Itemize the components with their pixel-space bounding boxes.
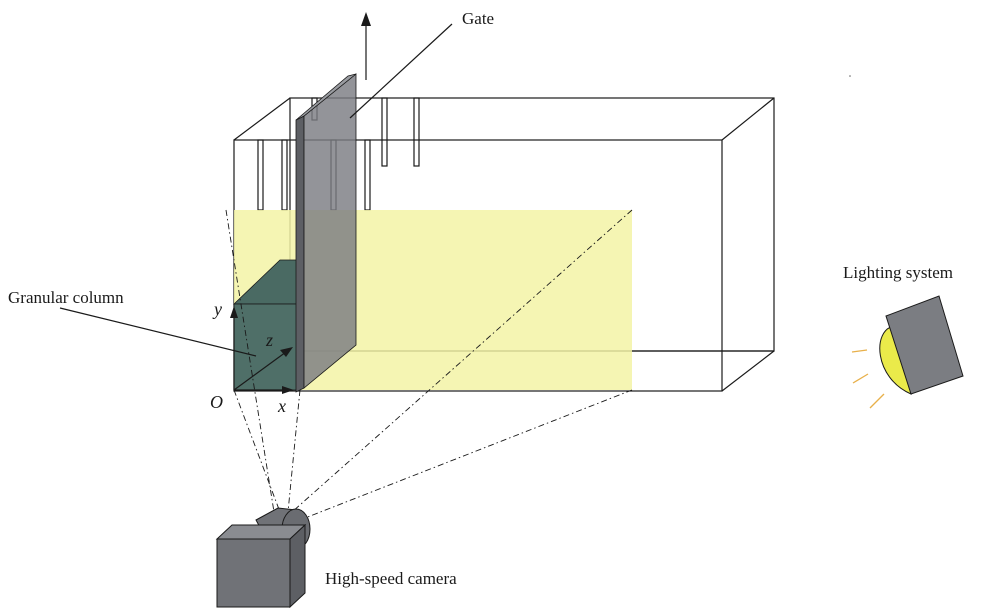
gate-lift-arrow [361,12,371,80]
high-speed-camera-label: High-speed camera [325,569,457,588]
gate-leader-line [349,23,453,119]
fov-line [299,389,633,521]
gate-top [295,73,357,121]
lighting-system-label: Lighting system [843,263,953,282]
fov-line [225,209,275,513]
y-axis-arrowhead [230,306,238,318]
camera-body-side [289,523,306,609]
light-ray [869,393,885,409]
guide-slot [257,139,264,211]
axis-y-label: y [212,299,222,319]
granular-column-label: Granular column [8,288,124,307]
light-ray [852,373,869,384]
x-axis-arrowhead [282,386,294,394]
tank-edge-bottom-right [721,350,775,392]
granular-column-leader-line [59,307,257,357]
gate-side [295,115,305,393]
camera-body-front [216,538,291,608]
tank-edge-top-right [721,97,775,141]
gate [295,73,357,393]
camera-field-of-view [225,209,633,521]
lamp-body [885,295,964,395]
lighting-system [851,295,964,409]
gate-face [303,73,357,389]
guide-slot [281,139,288,211]
fov-line [291,209,633,513]
tank-edge-top-left [233,97,291,141]
guide-slot [381,97,388,167]
lamp-face [879,325,912,395]
coordinate-axes: O x y z [210,299,294,416]
stray-mark [849,75,851,77]
light-ray [851,349,868,353]
guide-slot [364,139,371,211]
axis-z-label: z [265,330,273,350]
fov-line [287,389,301,513]
axis-origin-label: O [210,392,223,412]
z-axis-arrowhead [280,347,293,357]
high-speed-camera [215,507,311,609]
guide-slot [413,97,420,167]
axis-x-label: x [277,396,286,416]
fov-line [233,389,281,513]
gate-label: Gate [462,9,494,28]
